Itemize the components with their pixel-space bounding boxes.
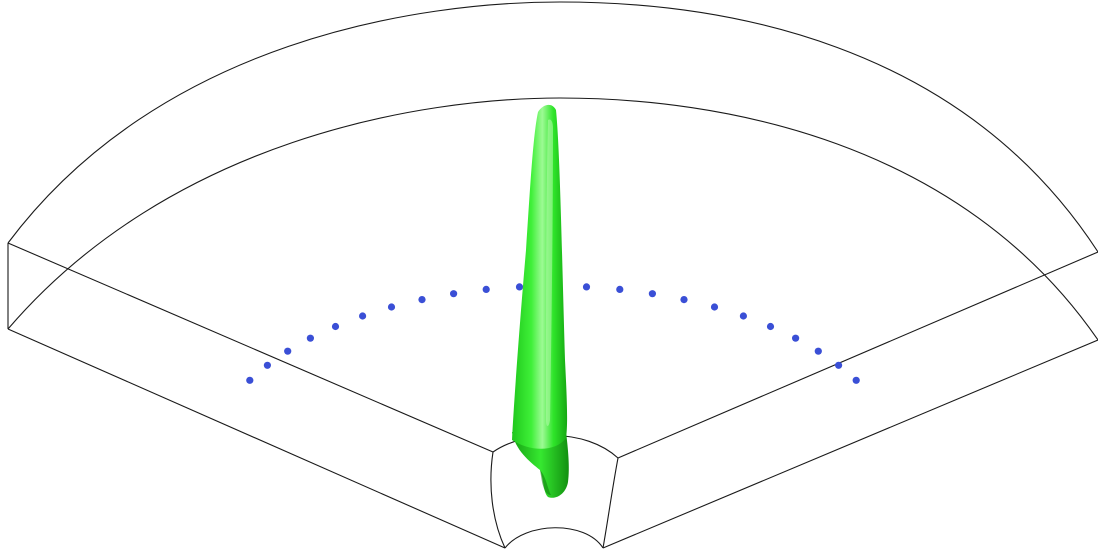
- left-top-radial-edge: [7, 242, 494, 453]
- probe-point: [331, 322, 340, 331]
- probe-point: [648, 290, 657, 298]
- turbine-blade: [512, 104, 569, 498]
- probe-point: [450, 290, 458, 298]
- probe-point: [515, 283, 524, 291]
- probe-point: [814, 347, 822, 355]
- probe-point: [246, 376, 254, 384]
- probe-point: [792, 334, 800, 342]
- hub-bottom-arc: [504, 527, 604, 549]
- probe-point: [739, 312, 748, 320]
- probe-point: [284, 347, 292, 355]
- blade-highlight: [546, 119, 553, 427]
- probe-point: [680, 296, 688, 304]
- probe-point: [616, 285, 624, 293]
- probe-point: [710, 303, 719, 311]
- hub-left-edge: [490, 451, 506, 549]
- probe-point: [263, 361, 271, 369]
- right-bottom-radial-edge: [602, 339, 1098, 549]
- blade-surface: [512, 104, 568, 449]
- blade-root-shadow: [540, 470, 551, 495]
- probe-point: [418, 296, 426, 304]
- probe-point: [835, 361, 843, 369]
- right-top-radial-edge: [617, 251, 1098, 459]
- probe-point: [306, 334, 314, 342]
- probe-point: [482, 285, 490, 293]
- outer-bottom-arc: [7, 97, 1098, 341]
- probe-point: [359, 312, 367, 320]
- hub-right-edge: [602, 457, 619, 549]
- probe-point: [766, 322, 775, 331]
- probe-point: [852, 376, 860, 384]
- probe-point: [387, 303, 396, 311]
- blade-root: [512, 432, 569, 498]
- outer-top-arc: [7, 1, 1098, 253]
- probe-point: [582, 283, 591, 291]
- left-bottom-radial-edge: [7, 328, 506, 549]
